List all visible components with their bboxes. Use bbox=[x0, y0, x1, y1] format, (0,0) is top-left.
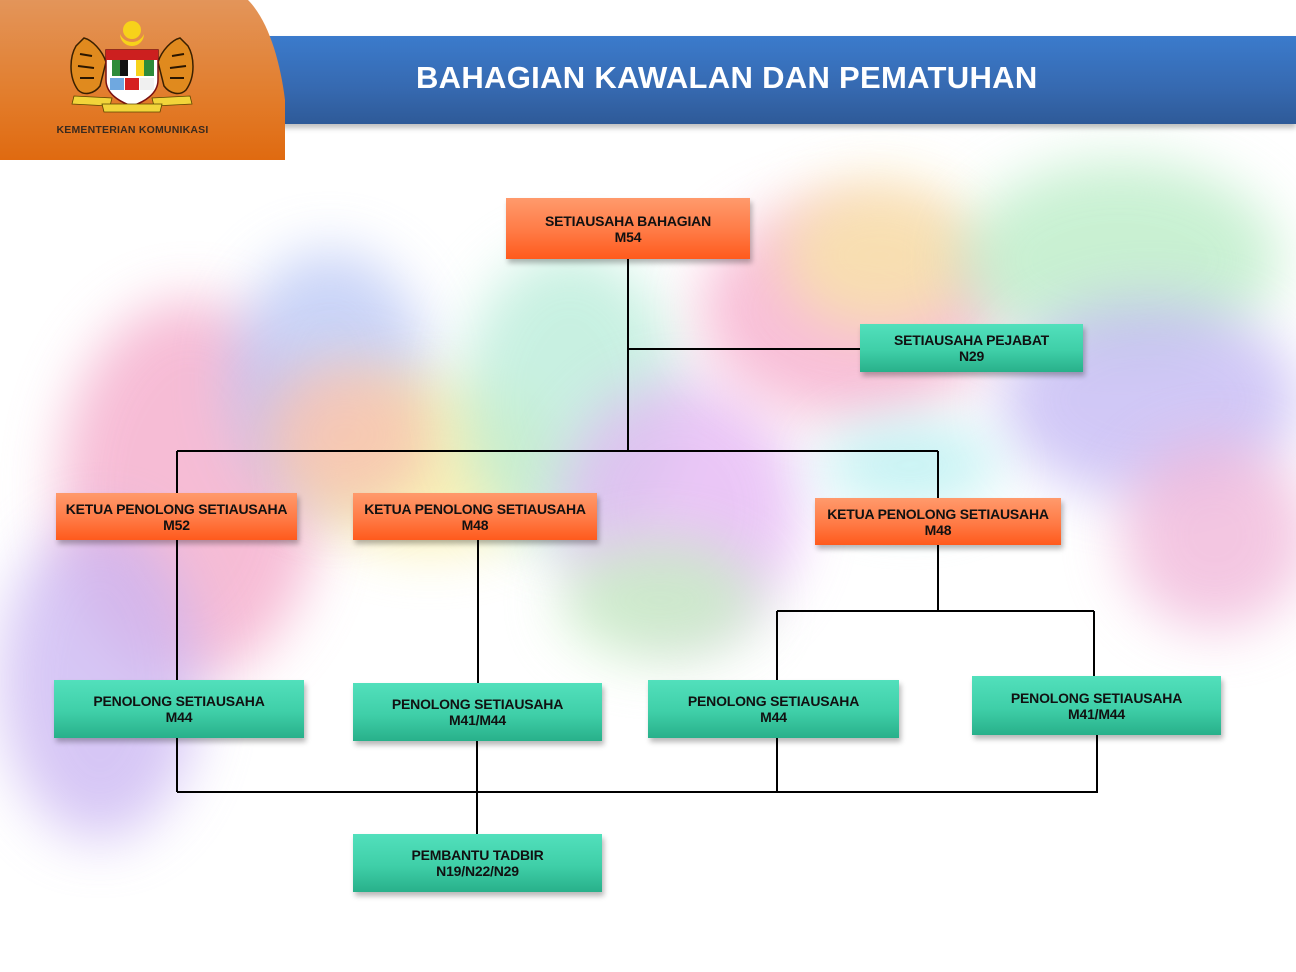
node-grade: M44 bbox=[760, 709, 787, 725]
node-grade: M44 bbox=[165, 709, 193, 725]
page-title: BAHAGIAN KAWALAN DAN PEMATUHAN bbox=[416, 60, 1038, 95]
node-grade: N19/N22/N29 bbox=[436, 863, 519, 879]
node-ketua-penolong-setiausaha-m48-b[interactable]: KETUA PENOLONG SETIAUSAHA M48 bbox=[815, 498, 1061, 545]
node-title: KETUA PENOLONG SETIAUSAHA bbox=[827, 505, 1049, 522]
node-title: SETIAUSAHA BAHAGIAN bbox=[544, 212, 712, 229]
node-grade: M41/M44 bbox=[1068, 705, 1125, 722]
node-ketua-penolong-setiausaha-m48-a[interactable]: KETUA PENOLONG SETIAUSAHA M48 bbox=[353, 493, 597, 540]
node-pembantu-tadbir[interactable]: PEMBANTU TADBIR N19/N22/N29 bbox=[353, 834, 602, 892]
node-title: SETIAUSAHA PEJABAT bbox=[893, 332, 1050, 348]
node-title: PENOLONG SETIAUSAHA bbox=[93, 693, 265, 709]
node-penolong-setiausaha-m44-b[interactable]: PENOLONG SETIAUSAHA M44 bbox=[648, 680, 899, 738]
node-title: KETUA PENOLONG SETIAUSAHA bbox=[65, 500, 288, 517]
node-title: PENOLONG SETIAUSAHA bbox=[391, 696, 564, 712]
node-title: PENOLONG SETIAUSAHA bbox=[1010, 689, 1183, 706]
title-bar: BAHAGIAN KAWALAN DAN PEMATUHAN bbox=[268, 36, 1296, 124]
node-penolong-setiausaha-m41-m44-a[interactable]: PENOLONG SETIAUSAHA M41/M44 bbox=[353, 683, 602, 741]
node-grade: M48 bbox=[461, 516, 489, 533]
node-ketua-penolong-setiausaha-m52[interactable]: KETUA PENOLONG SETIAUSAHA M52 bbox=[56, 493, 297, 540]
ministry-logo-panel: KEMENTERIAN KOMUNIKASI bbox=[0, 0, 285, 160]
node-title: KETUA PENOLONG SETIAUSAHA bbox=[364, 500, 586, 517]
node-grade: M52 bbox=[163, 516, 190, 533]
node-title: PENOLONG SETIAUSAHA bbox=[687, 693, 860, 709]
node-grade: M54 bbox=[614, 228, 642, 245]
node-penolong-setiausaha-m41-m44-b[interactable]: PENOLONG SETIAUSAHA M41/M44 bbox=[972, 676, 1221, 735]
node-penolong-setiausaha-m44-a[interactable]: PENOLONG SETIAUSAHA M44 bbox=[54, 680, 304, 738]
malaysia-coat-of-arms-icon bbox=[62, 16, 202, 116]
node-grade: M41/M44 bbox=[449, 712, 506, 728]
ministry-name: KEMENTERIAN KOMUNIKASI bbox=[56, 124, 209, 136]
node-grade: M48 bbox=[924, 521, 952, 538]
node-setiausaha-bahagian[interactable]: SETIAUSAHA BAHAGIAN M54 bbox=[506, 198, 750, 259]
node-title: PEMBANTU TADBIR bbox=[411, 847, 544, 863]
node-setiausaha-pejabat[interactable]: SETIAUSAHA PEJABAT N29 bbox=[860, 324, 1083, 372]
node-grade: N29 bbox=[958, 348, 985, 364]
